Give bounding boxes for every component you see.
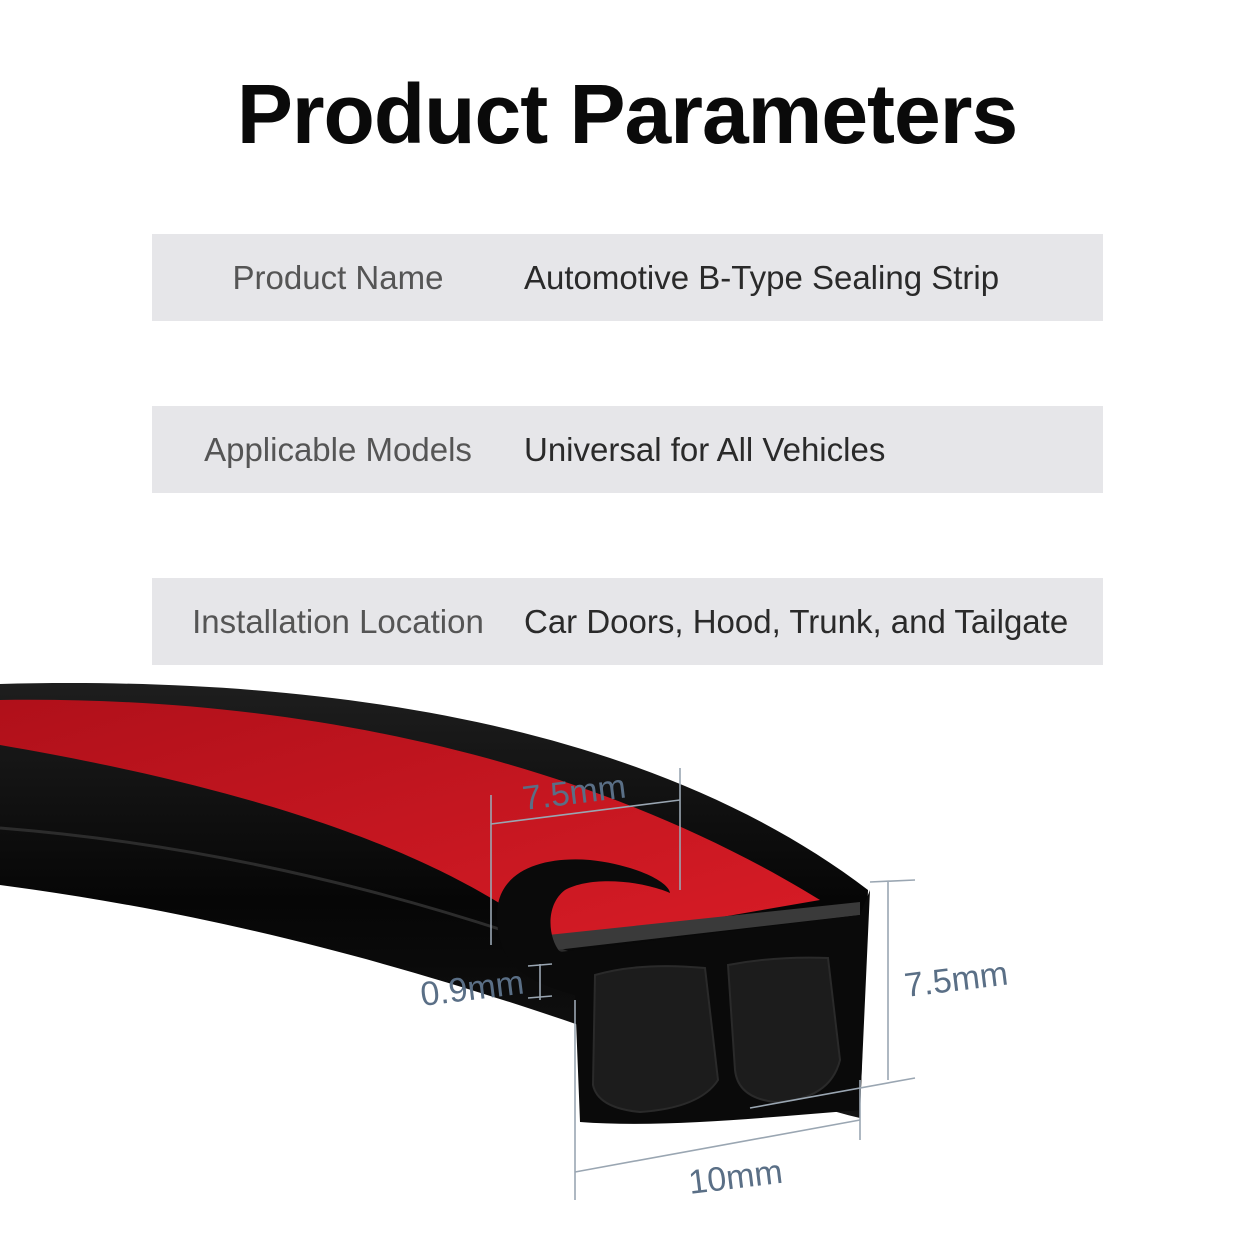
param-label: Applicable Models [204,430,472,468]
param-label: Installation Location [192,602,484,640]
param-value: Universal for All Vehicles [524,430,886,468]
param-row-installation-location: Installation Location Car Doors, Hood, T… [152,578,1103,665]
param-label: Product Name [232,258,444,296]
param-row-applicable-models: Applicable Models Universal for All Vehi… [152,406,1103,493]
dimension-height: 7.5mm [902,955,1010,1005]
profile-chamber-left [591,965,720,1114]
profile-chamber-right [726,956,842,1104]
param-value: Automotive B-Type Sealing Strip [524,258,1000,296]
param-row-product-name: Product Name Automotive B-Type Sealing S… [152,234,1103,321]
adhesive-tape [0,699,820,945]
page-title: Product Parameters [236,67,1018,161]
param-value: Car Doors, Hood, Trunk, and Tailgate [524,602,1069,640]
dimension-lines [490,768,916,1200]
dimension-bottom-width: 10mm [686,1153,784,1202]
tape-edge [548,902,860,950]
